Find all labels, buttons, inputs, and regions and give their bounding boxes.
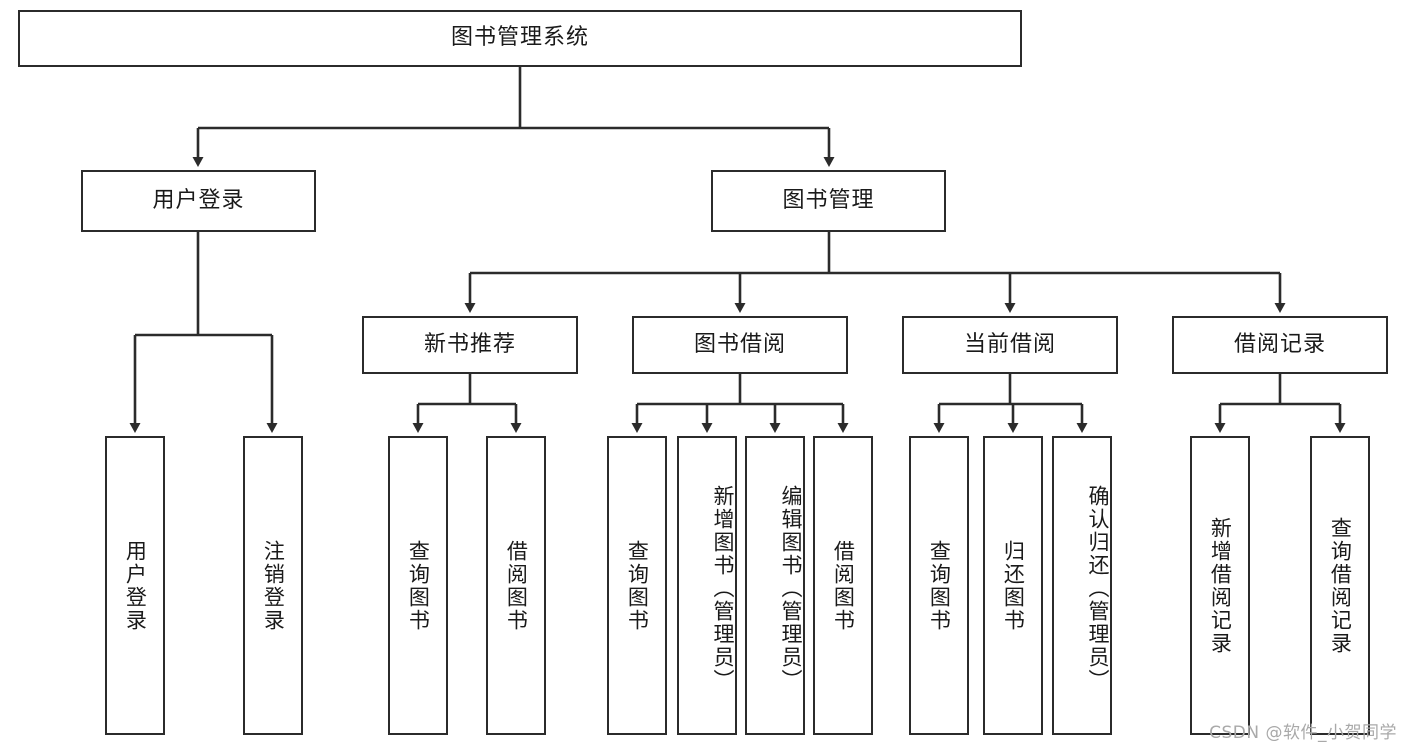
node-leaf-borrow-book-1[interactable]: 借阅图书: [486, 436, 546, 735]
node-new-book-recommend[interactable]: 新书推荐: [362, 316, 578, 374]
node-book-borrow[interactable]: 图书借阅: [632, 316, 848, 374]
node-leaf-logout-login[interactable]: 注销登录: [243, 436, 303, 735]
node-borrow-record[interactable]: 借阅记录: [1172, 316, 1388, 374]
node-root[interactable]: 图书管理系统: [18, 10, 1022, 67]
node-leaf-add-book[interactable]: 新增图书（管理员）: [677, 436, 737, 735]
node-leaf-borrow-book-2[interactable]: 借阅图书: [813, 436, 873, 735]
node-leaf-user-login[interactable]: 用户登录: [105, 436, 165, 735]
node-leaf-query-book-1[interactable]: 查询图书: [388, 436, 448, 735]
node-user-login[interactable]: 用户登录: [81, 170, 316, 232]
node-book-manage[interactable]: 图书管理: [711, 170, 946, 232]
csdn-watermark: CSDN @软件_小贺同学: [1209, 723, 1397, 743]
node-leaf-query-book-2[interactable]: 查询图书: [607, 436, 667, 735]
node-current-borrow[interactable]: 当前借阅: [902, 316, 1118, 374]
node-leaf-add-record[interactable]: 新增借阅记录: [1190, 436, 1250, 735]
node-leaf-query-record[interactable]: 查询借阅记录: [1310, 436, 1370, 735]
node-leaf-query-book-3[interactable]: 查询图书: [909, 436, 969, 735]
node-leaf-return-book[interactable]: 归还图书: [983, 436, 1043, 735]
node-leaf-confirm-return[interactable]: 确认归还（管理员）: [1052, 436, 1112, 735]
node-leaf-edit-book[interactable]: 编辑图书（管理员）: [745, 436, 805, 735]
